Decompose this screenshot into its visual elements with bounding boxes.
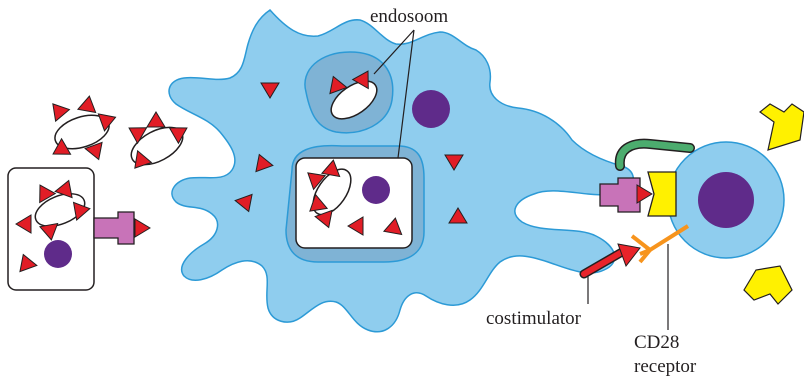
label-costimulator: costimulator bbox=[486, 308, 582, 329]
nucleus-infected-cell bbox=[44, 240, 72, 268]
cd4-coreceptor bbox=[620, 144, 690, 166]
nucleus-dendritic-cell bbox=[412, 90, 450, 128]
endosome-large bbox=[286, 146, 424, 262]
label-cd28-line2: receptor bbox=[634, 356, 697, 377]
nucleus-t-cell bbox=[698, 172, 754, 228]
free-bacterium-2 bbox=[125, 112, 192, 174]
mhc-molecule-infected bbox=[94, 212, 134, 244]
endosome-top bbox=[305, 52, 393, 133]
infected-cell bbox=[8, 168, 150, 290]
cd28-receptor bbox=[632, 226, 688, 262]
label-endosome: endosoom bbox=[370, 6, 448, 27]
free-bacterium-1 bbox=[46, 95, 119, 163]
label-cd28-line1: CD28 bbox=[634, 332, 679, 353]
t-cell bbox=[668, 104, 804, 304]
